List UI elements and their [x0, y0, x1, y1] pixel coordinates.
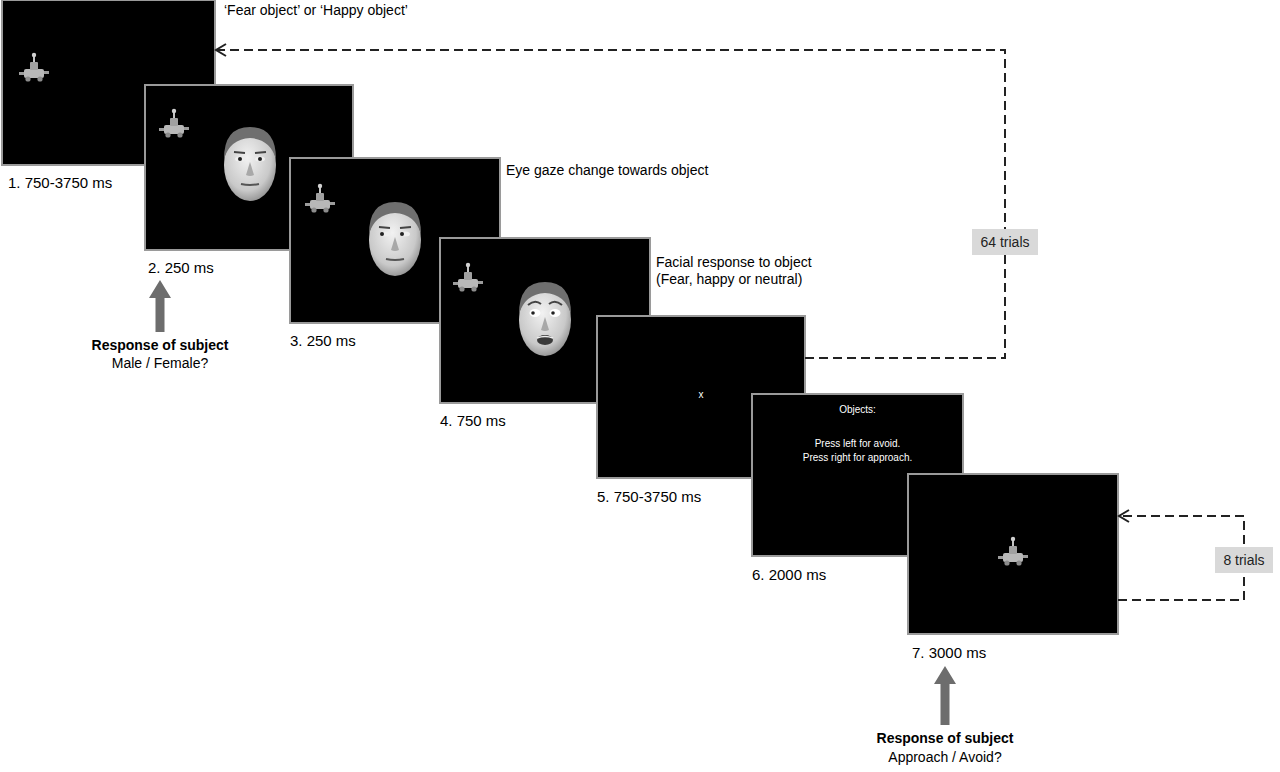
- response-label: Response of subject: [845, 730, 1045, 747]
- screen-panel: Facial response to object (Fear, happy o…: [440, 238, 650, 403]
- screen-caption: 7. 3000 ms: [912, 644, 986, 662]
- neutral-face: [235, 157, 245, 162]
- gaze-face: [386, 259, 404, 260]
- neutral-face: [255, 157, 265, 162]
- trial-count-label: 64 trials: [972, 229, 1037, 256]
- neutral-face: [258, 157, 262, 161]
- screen-caption: 4. 750 ms: [440, 412, 506, 430]
- screen-text: Facial response to object (Fear, happy o…: [656, 254, 838, 288]
- screen-caption: 3. 250 ms: [290, 332, 356, 350]
- response-arrow: [934, 666, 956, 725]
- loop-connector: [216, 50, 1005, 358]
- fear-face: [537, 335, 553, 345]
- fear-face: [519, 282, 571, 356]
- response-label: Response of subject: [60, 337, 260, 354]
- fear-face: [550, 309, 561, 317]
- fear-face: [551, 311, 555, 315]
- response-label: Male / Female?: [60, 355, 260, 372]
- response-label: Approach / Avoid?: [845, 749, 1045, 766]
- screen-text: ‘Fear object’ or ‘Happy object’: [224, 2, 408, 19]
- neutral-face: [241, 184, 259, 185]
- toy-object: [453, 263, 483, 292]
- fear-face: [537, 337, 553, 339]
- screen-text: Eye gaze change towards object: [506, 162, 708, 179]
- toy-object: [998, 537, 1028, 566]
- response-arrow: [149, 280, 171, 332]
- gaze-face: [379, 227, 411, 228]
- screen-panel: ‘Fear object’ or ‘Happy object’1. 750-37…: [2, 0, 215, 165]
- screen-caption: 2. 250 ms: [148, 259, 214, 277]
- screen-text: Objects:: [752, 404, 963, 416]
- screen-caption: 1. 750-3750 ms: [8, 174, 112, 192]
- toy-object: [305, 184, 335, 213]
- fear-face: [530, 309, 541, 317]
- screen-panel: 7. 3000 ms: [908, 474, 1118, 634]
- toy-object: [19, 53, 49, 82]
- fear-face: [528, 302, 562, 305]
- gaze-face: [380, 232, 390, 237]
- screen-text: x: [597, 389, 805, 401]
- gaze-face: [369, 202, 421, 276]
- gaze-face: [380, 232, 384, 236]
- screen-caption: 5. 750-3750 ms: [597, 488, 701, 506]
- fear-face: [519, 282, 571, 356]
- gaze-face: [400, 232, 410, 237]
- gaze-face: [400, 232, 404, 236]
- screen-panel: Objects: Press left for avoid. Press right…: [752, 394, 963, 556]
- screen-panel: [908, 474, 1118, 634]
- fear-face: [531, 311, 535, 315]
- neutral-face: [224, 127, 276, 201]
- screen-panel: Eye gaze change towards object3. 250 ms: [290, 158, 500, 323]
- neutral-face: [224, 127, 276, 201]
- toy-object: [159, 109, 189, 138]
- screen-caption: 6. 2000 ms: [752, 566, 826, 584]
- screen-text: Press right for approach.: [752, 452, 963, 464]
- gaze-face: [369, 202, 421, 276]
- trial-count-label: 8 trials: [1215, 547, 1272, 574]
- neutral-face: [234, 152, 266, 153]
- screen-panel: 2. 250 ms: [145, 85, 353, 250]
- neutral-face: [238, 157, 242, 161]
- screen-panel: x5. 750-3750 ms: [597, 316, 805, 478]
- screen-text: Press left for avoid.: [752, 438, 963, 450]
